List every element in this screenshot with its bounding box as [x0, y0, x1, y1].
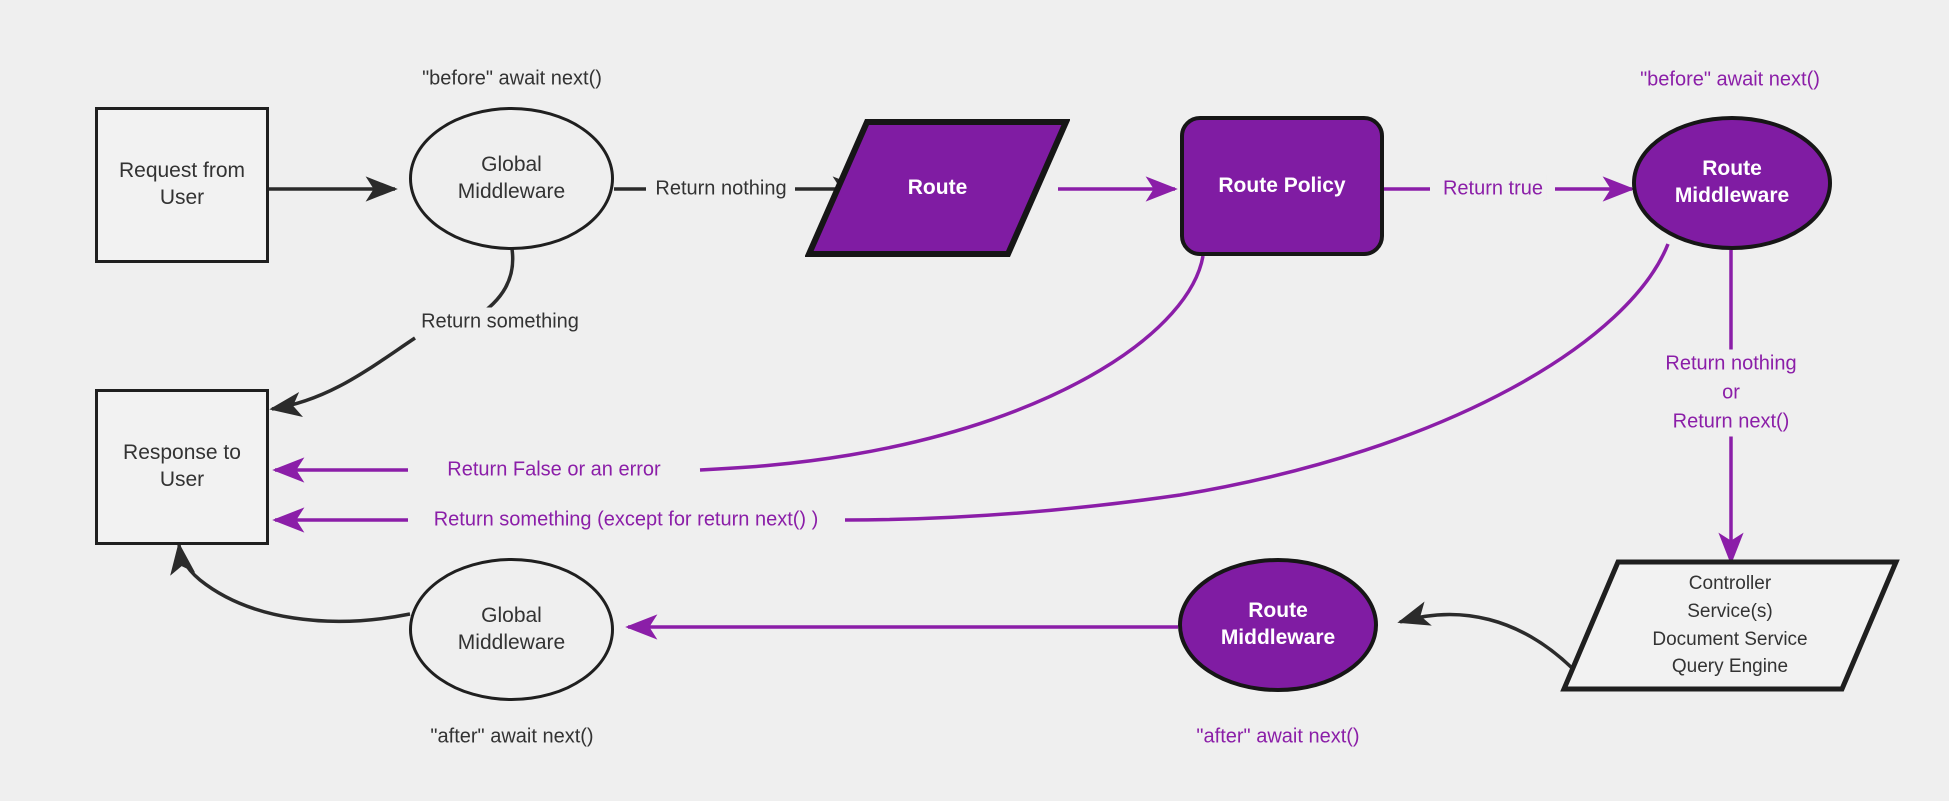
edge-return-something-to-response [269, 336, 416, 417]
node-route-label: Route [907, 176, 968, 199]
node-route-middleware-top-label: Route Middleware [1674, 157, 1790, 207]
edge-label-return-nothing-or-next: Return nothing or Return next() [1661, 349, 1801, 437]
annotation-before-await-next-global: "before" await next() [422, 67, 602, 90]
edge-route-middleware-return-something [844, 243, 1670, 522]
node-route-policy[interactable]: Route Policy [1180, 116, 1384, 256]
node-route-policy-label: Route Policy [1218, 173, 1346, 197]
edge-global-middleware-bottom-to-response [170, 542, 411, 624]
node-route-middleware-bottom[interactable]: Route Middleware [1178, 558, 1378, 692]
edge-label-return-nothing: Return nothing [651, 174, 791, 204]
edge-label-return-something-top: Return something [417, 307, 583, 337]
edge-controller-to-route-middleware-bottom [1397, 601, 1574, 670]
node-route-shape[interactable] [805, 118, 1070, 258]
node-request-from-user[interactable]: Request from User [95, 107, 269, 263]
node-controller-stack-label: Controller Service(s) Document Service Q… [1652, 573, 1808, 678]
edge-label-return-false-or-error: Return False or an error [443, 455, 665, 485]
edge-route-policy-return-false [699, 255, 1205, 472]
node-controller-stack-shape[interactable] [1560, 558, 1900, 693]
edge-label-return-true: Return true [1438, 174, 1548, 204]
annotation-after-await-next-global: "after" await next() [430, 725, 594, 748]
annotation-after-await-next-route: "after" await next() [1196, 725, 1360, 748]
node-global-middleware-bottom-label: Global Middleware [457, 603, 566, 654]
annotation-before-await-next-route: "before" await next() [1640, 68, 1820, 91]
node-route[interactable]: Route [805, 118, 1070, 258]
node-route-middleware-bottom-label: Route Middleware [1220, 599, 1336, 649]
node-controller-stack[interactable]: Controller Service(s) Document Service Q… [1560, 558, 1900, 693]
node-global-middleware-top-label: Global Middleware [457, 152, 566, 203]
node-response-to-user-label: Response to User [123, 441, 241, 491]
node-request-from-user-label: Request from User [118, 159, 246, 209]
node-global-middleware-bottom[interactable]: Global Middleware [409, 558, 614, 701]
node-global-middleware-top[interactable]: Global Middleware [409, 107, 614, 250]
node-response-to-user[interactable]: Response to User [95, 389, 269, 545]
node-route-middleware-top[interactable]: Route Middleware [1632, 116, 1832, 250]
edge-label-return-something-except-next: Return something (except for return next… [429, 505, 823, 535]
